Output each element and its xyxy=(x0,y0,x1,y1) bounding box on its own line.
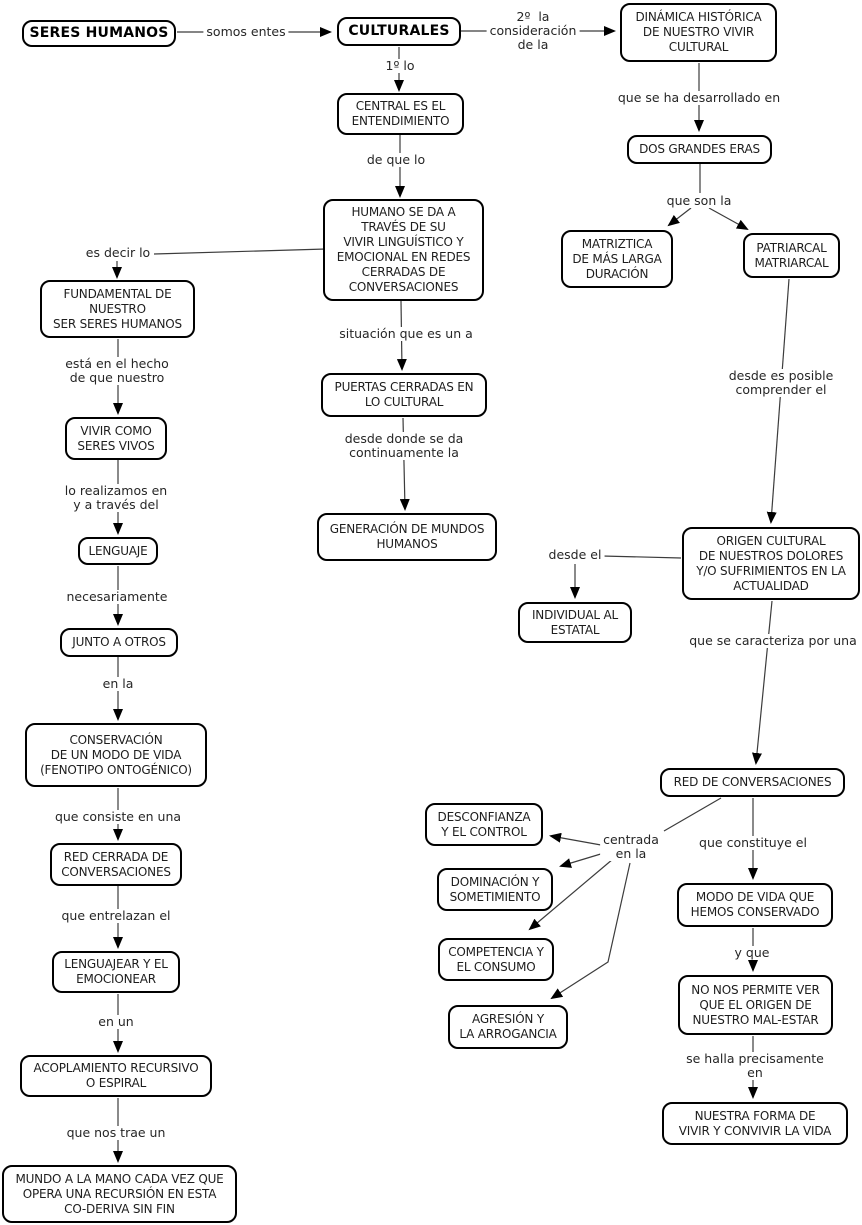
edge-label-y-que: y que xyxy=(731,946,773,960)
node-agresion: AGRESIÓN Y LA ARROGANCIA xyxy=(448,1005,568,1049)
edge-label-que-consiste: que consiste en una xyxy=(51,810,185,824)
node-modo-de-vida: MODO DE VIDA QUE HEMOS CONSERVADO xyxy=(677,883,833,927)
edge-label-es-decir-lo: es decir lo xyxy=(82,246,154,260)
edge-humano-esdecir xyxy=(153,248,327,255)
node-puertas: PUERTAS CERRADAS EN LO CULTURAL xyxy=(321,373,487,417)
node-nuestra-forma: NUESTRA FORMA DE VIVIR Y CONVIVIR LA VID… xyxy=(662,1102,848,1145)
edge-label-primero-lo: 1º lo xyxy=(382,59,418,73)
node-conservacion: CONSERVACIÓN DE UN MODO DE VIDA (FENOTIP… xyxy=(25,723,207,787)
edge-label-en-un: en un xyxy=(95,1015,137,1029)
node-generacion: GENERACIÓN DE MUNDOS HUMANOS xyxy=(317,513,497,561)
edge-label-de-que-lo: de que lo xyxy=(363,153,429,167)
edge-label-desde-donde: desde donde se da continuamente la xyxy=(341,432,467,460)
edge-origen-desdeel xyxy=(601,555,682,559)
node-dos-grandes-eras: DOS GRANDES ERAS xyxy=(627,135,772,164)
edge-label-somos-entes: somos entes xyxy=(203,25,289,39)
node-mundo-a-la-mano: MUNDO A LA MANO CADA VEZ QUE OPERA UNA R… xyxy=(2,1165,237,1223)
edge-centrada-competencia xyxy=(528,858,614,931)
node-culturales: CULTURALES xyxy=(337,17,461,46)
node-vivir-como: VIVIR COMO SERES VIVOS xyxy=(65,417,167,460)
edge-label-que-nos-trae: que nos trae un xyxy=(63,1126,169,1140)
node-junto-a-otros: JUNTO A OTROS xyxy=(60,628,178,657)
edge-origen-redconv xyxy=(752,600,773,765)
node-fundamental: FUNDAMENTAL DE NUESTRO SER SERES HUMANOS xyxy=(40,280,195,338)
edge-label-lo-realizamos: lo realizamos en y a través del xyxy=(61,484,171,512)
node-lenguajear: LENGUAJEAR Y EL EMOCIONEAR xyxy=(52,951,180,993)
edge-label-esta-en-el-hecho: está en el hecho de que nuestro xyxy=(62,357,172,385)
edge-label-se-halla: se halla precisamente en xyxy=(683,1052,827,1080)
edge-quesonla-patriarcal xyxy=(708,207,749,230)
node-desconfianza: DESCONFIANZA Y EL CONTROL xyxy=(425,803,543,846)
node-humano: HUMANO SE DA A TRAVÉS DE SU VIVIR LINGUÍ… xyxy=(323,199,484,301)
edge-centrada-agresion xyxy=(550,862,631,1000)
node-dominacion: DOMINACIÓN Y SOMETIMIENTO xyxy=(437,868,553,911)
node-competencia: COMPETENCIA Y EL CONSUMO xyxy=(438,938,554,981)
edge-label-segunda-consideracion: 2º la consideración de la xyxy=(486,10,580,52)
edge-centrada-desconfianza xyxy=(549,832,602,846)
edge-centrada-dominacion xyxy=(559,852,605,868)
edge-redconv-centrada xyxy=(663,797,722,832)
node-no-nos-permite: NO NOS PERMITE VER QUE EL ORIGEN DE NUES… xyxy=(678,975,833,1035)
node-central: CENTRAL ES EL ENTENDIMIENTO xyxy=(337,93,464,135)
edge-label-necesariamente: necesariamente xyxy=(63,590,171,604)
edge-patriarcal-origen xyxy=(766,278,790,524)
node-origen-cultural: ORIGEN CULTURAL DE NUESTROS DOLORES Y/O … xyxy=(682,527,860,600)
edge-label-que-son-la: que son la xyxy=(663,194,735,208)
node-acoplamiento: ACOPLAMIENTO RECURSIVO O ESPIRAL xyxy=(20,1055,212,1097)
node-matriztica: MATRIZTICA DE MÁS LARGA DURACIÓN xyxy=(561,230,673,288)
edge-label-que-entrelazan: que entrelazan el xyxy=(58,909,174,923)
edge-label-que-se-caracteriza: que se caracteriza por una xyxy=(686,634,860,648)
node-individual: INDIVIDUAL AL ESTATAL xyxy=(518,602,632,643)
edge-label-desde-el: desde el xyxy=(545,548,605,562)
node-dinamica: DINÁMICA HISTÓRICA DE NUESTRO VIVIR CULT… xyxy=(620,3,777,62)
node-lenguaje: LENGUAJE xyxy=(78,537,158,565)
node-seres-humanos: SERES HUMANOS xyxy=(22,20,176,47)
edge-label-que-se-ha-desarrollado: que se ha desarrollado en xyxy=(614,91,784,105)
node-red-de-conversaciones: RED DE CONVERSACIONES xyxy=(660,768,845,797)
edge-label-situacion: situación que es un a xyxy=(336,327,476,341)
node-patriarcal: PATRIARCAL MATRIARCAL xyxy=(743,233,840,278)
edge-label-centrada-en-la: centrada en la xyxy=(600,833,662,861)
edge-quesonla-matriztica xyxy=(667,207,692,227)
edge-label-en-la: en la xyxy=(99,677,137,691)
edge-label-que-constituye: que constituye el xyxy=(696,836,810,850)
node-red-cerrada: RED CERRADA DE CONVERSACIONES xyxy=(50,843,182,886)
edge-label-desde-es-posible: desde es posible comprender el xyxy=(725,369,837,397)
